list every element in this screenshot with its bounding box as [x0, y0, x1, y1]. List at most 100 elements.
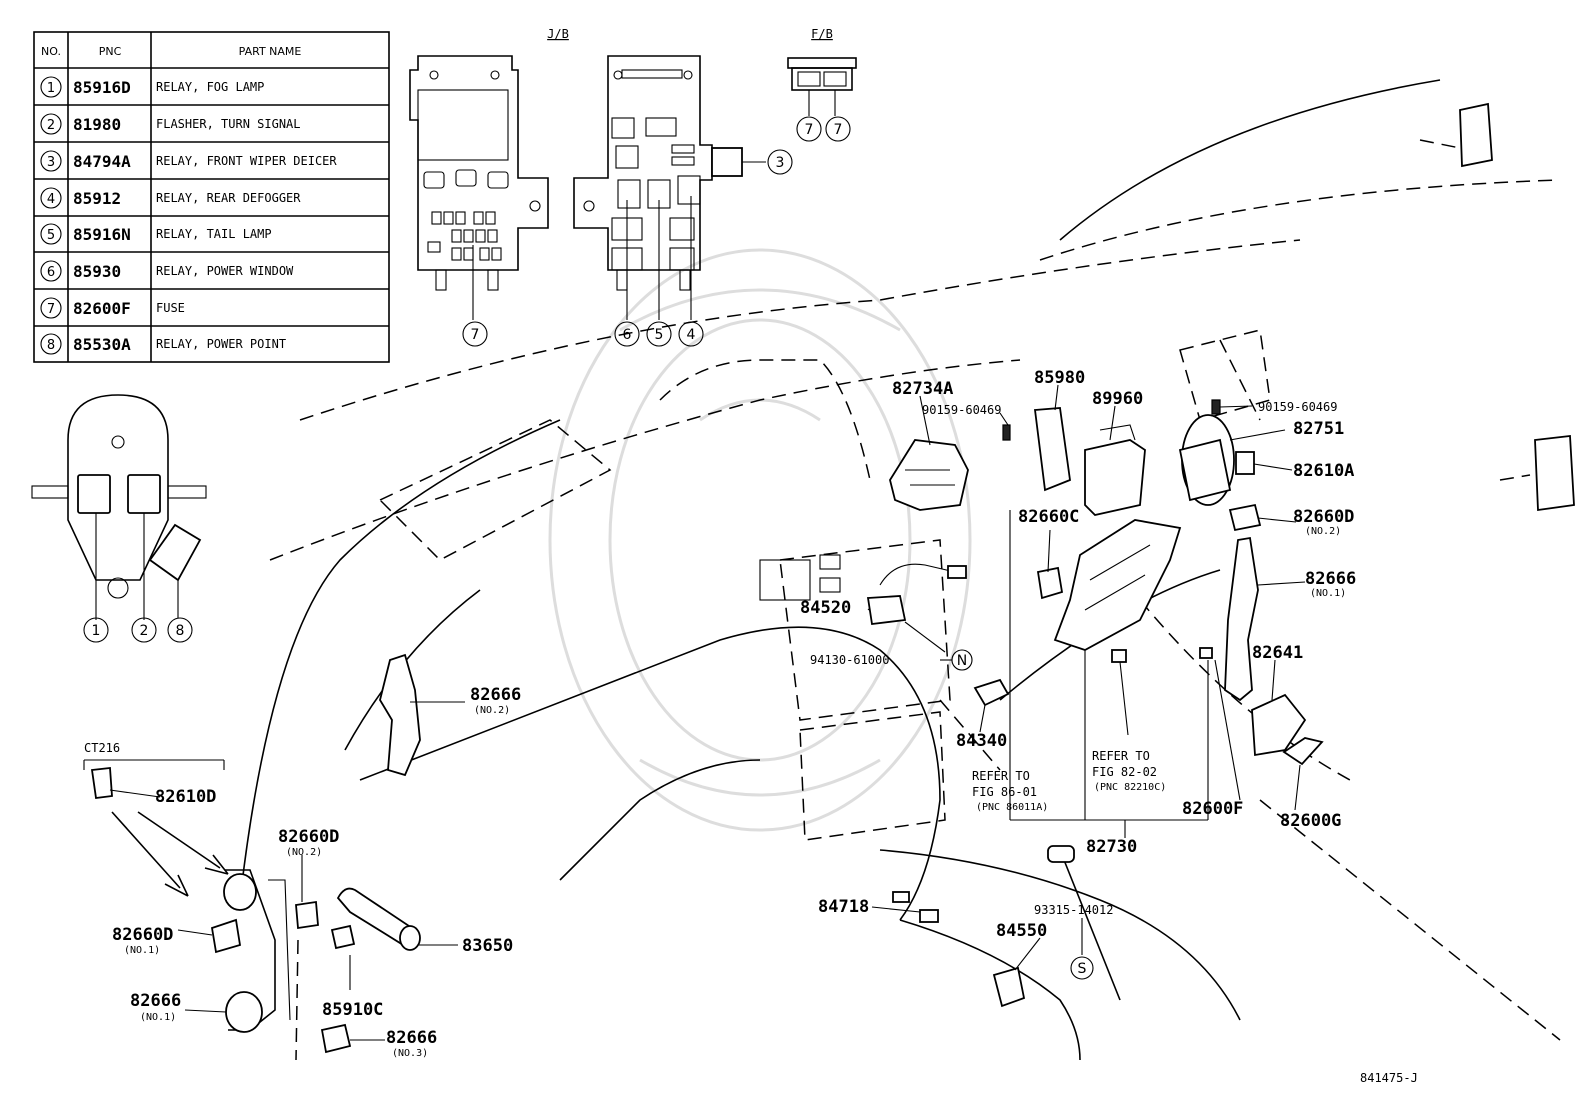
row-part-name: RELAY, TAIL LAMP [156, 227, 272, 241]
label-85910c: 85910C [322, 1000, 383, 1020]
refer-note-1-line1: REFER TO [972, 769, 1030, 783]
table-row: 4 85912 RELAY, REAR DEFOGGER [40, 187, 301, 209]
table-header-part-name: PART NAME [239, 45, 302, 58]
label-82666-no1-right-sub: (NO.1) [1310, 588, 1346, 599]
table-row: 8 85530A RELAY, POWER POINT [40, 333, 286, 355]
part-82660d-no2-shape [1228, 503, 1262, 532]
row-part-name: FUSE [156, 301, 185, 315]
refer-note-1-line3: (PNC 86011A) [976, 802, 1048, 813]
row-pnc: 84794A [73, 152, 131, 171]
label-82660d-no2-lower: 82660D [278, 827, 339, 847]
label-82666-no3: 82666 [386, 1028, 437, 1048]
part-84550-shape [992, 966, 1026, 1008]
part-82660d-no1-shape [210, 918, 242, 954]
table-header-pnc: PNC [99, 45, 122, 58]
row-number: 8 [47, 338, 55, 353]
dashboard-outline [239, 79, 1561, 1061]
table-row: 6 85930 RELAY, POWER WINDOW [40, 260, 294, 282]
callout-4: 4 [687, 327, 696, 343]
part-82730-shape [1053, 519, 1182, 651]
label-84340: 84340 [956, 731, 1007, 751]
fb-label: F/B [811, 27, 833, 41]
table-row: 1 85916D RELAY, FOG LAMP [40, 76, 264, 98]
label-84520: 84520 [800, 598, 851, 618]
part-85910c-shape [330, 924, 356, 950]
figure-id: 841475-J [1360, 1071, 1418, 1085]
row-pnc: 81980 [73, 115, 121, 134]
callout-2: 2 [140, 623, 149, 639]
label-83650: 83650 [462, 936, 513, 956]
clip-small-mid-shape [1111, 647, 1213, 663]
label-82666-no1-lower-sub: (NO.1) [140, 1012, 176, 1023]
table-row: 5 85916N RELAY, TAIL LAMP [40, 223, 272, 245]
label-82660d-no1-sub: (NO.1) [124, 945, 160, 956]
row-part-name: RELAY, POWER WINDOW [156, 264, 294, 278]
label-90159-60469-left: 90159-60469 [922, 403, 1001, 417]
part-85980-shape [1033, 407, 1071, 492]
label-82610d: 82610D [155, 787, 216, 807]
row-pnc: 85916N [73, 225, 131, 244]
label-94130-61000: 94130-61000 [810, 653, 889, 667]
label-82660c: 82660C [1018, 507, 1079, 527]
clip-top-right-shape [1459, 102, 1493, 168]
part-82600g-shape [1282, 737, 1324, 766]
label-82610a: 82610A [1293, 461, 1354, 481]
callout-1: 1 [92, 623, 101, 639]
screw-90159-left-shape [1002, 424, 1011, 441]
row-number: 3 [47, 155, 55, 170]
label-82666-no1-right: 82666 [1305, 569, 1356, 589]
watermark-logo [548, 248, 972, 832]
ct216-label: CT216 [84, 741, 120, 755]
relay-bracket: 1 2 8 [31, 394, 207, 643]
label-93315-14012: 93315-14012 [1034, 903, 1113, 917]
part-82666-no3-shape [320, 1023, 352, 1054]
jb-label: J/B [547, 27, 569, 41]
label-82660d-no2-right-sub: (NO.2) [1305, 526, 1341, 537]
parts-table: NO. PNC PART NAME 1 85916D RELAY, FOG LA… [33, 31, 390, 363]
part-84340-shape [973, 678, 1010, 707]
label-82660d-no1: 82660D [112, 925, 173, 945]
part-82660d-no2-lower-shape [295, 900, 319, 930]
junction-block-jb: J/B [409, 27, 793, 347]
part-bracket-lower-left-shape [223, 869, 291, 1033]
row-number: 7 [47, 302, 55, 317]
label-84718: 84718 [818, 897, 869, 917]
callout-5: 5 [655, 327, 664, 343]
row-number: 6 [47, 265, 55, 280]
label-82730: 82730 [1086, 837, 1137, 857]
table-row: 7 82600F FUSE [40, 297, 185, 319]
part-82660c-shape [1036, 566, 1064, 600]
part-82610d-shape [90, 767, 113, 800]
label-82734a: 82734A [892, 379, 953, 399]
part-labels: 82734A 90159-60469 85980 89960 90159-604… [84, 368, 1418, 1085]
row-number: 2 [47, 118, 55, 133]
row-part-name: RELAY, REAR DEFOGGER [156, 191, 301, 205]
row-number: 1 [47, 81, 55, 96]
label-82660d-no2-right: 82660D [1293, 507, 1354, 527]
label-84550: 84550 [996, 921, 1047, 941]
label-82660d-no2-lower-sub: (NO.2) [286, 847, 322, 858]
refer-note-2-line2: FIG 82-02 [1092, 765, 1157, 779]
part-82751-shape [1178, 414, 1235, 506]
part-82734a-shape [889, 439, 969, 511]
refer-note-2-line3: (PNC 82210C) [1094, 782, 1166, 793]
part-82610a-shape [1235, 451, 1255, 475]
row-pnc: 85930 [73, 262, 121, 281]
row-pnc: 85912 [73, 189, 121, 208]
part-82641-shape [1251, 693, 1307, 757]
row-number: 5 [47, 228, 55, 243]
row-pnc: 82600F [73, 299, 131, 318]
callout-6: 6 [623, 327, 632, 343]
label-85980: 85980 [1034, 368, 1085, 388]
label-82641: 82641 [1252, 643, 1303, 663]
callout-n: N [957, 653, 967, 669]
callout-7: 7 [805, 122, 814, 138]
table-row: 2 81980 FLASHER, TURN SIGNAL [40, 113, 301, 135]
label-82666-no3-sub: (NO.3) [392, 1048, 428, 1059]
part-84718-shape [892, 891, 939, 923]
row-part-name: RELAY, POWER POINT [156, 337, 286, 351]
label-82666-no2-mid: 82666 [470, 685, 521, 705]
label-82666-no1-lower: 82666 [130, 991, 181, 1011]
callout-3: 3 [776, 155, 785, 171]
